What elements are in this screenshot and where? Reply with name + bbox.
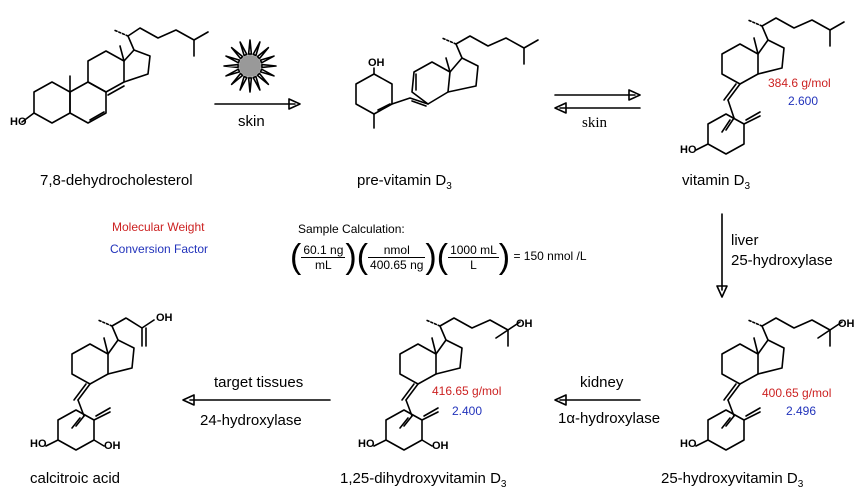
calc-f3-den: L xyxy=(470,257,477,272)
sun-ray xyxy=(230,46,244,60)
calc-f3-num: 1000 mL xyxy=(448,242,499,258)
arrow-label-24-hydroxylase: 24-hydroxylase xyxy=(200,412,302,429)
sun-ray xyxy=(261,63,277,69)
arrow-label-kidney: kidney xyxy=(580,374,624,391)
arrow-label-25-hydroxylase: 25-hydroxylase xyxy=(731,252,833,269)
sun-ray xyxy=(252,41,261,57)
sun-ray xyxy=(252,75,261,91)
calc-title: Sample Calculation: xyxy=(298,222,405,236)
oh-label-c5-ring: OH xyxy=(432,440,449,452)
sun-ray xyxy=(239,41,248,57)
sun-ray xyxy=(223,63,239,69)
sun-icon xyxy=(223,39,277,93)
oh-label-c5-side: OH xyxy=(516,318,533,330)
arrow-label-1alpha-hydroxylase: 1α-hydroxylase xyxy=(558,410,661,427)
sun-ray xyxy=(247,39,253,55)
calc-result: = 150 nmol /L xyxy=(513,249,587,264)
sun-ray xyxy=(259,55,275,64)
cf-value-vitamin-d3: 2.600 xyxy=(788,94,819,108)
ho-label-c1: HO xyxy=(10,116,27,128)
sun-ray xyxy=(247,77,253,93)
sun-ray xyxy=(225,68,241,77)
mw-value-1-25-dihydroxyvitamin-d3: 416.65 g/mol xyxy=(432,384,502,398)
oh-label-c6-acid: OH xyxy=(156,312,173,324)
sun-ray xyxy=(239,75,248,91)
sun-ray xyxy=(230,72,244,86)
ho-label-c5: HO xyxy=(358,438,375,450)
compound-name-calcitroic-acid: calcitroic acid xyxy=(30,470,121,487)
compound-name-7-8-dehydrocholesterol: 7,8-dehydrocholesterol xyxy=(40,172,193,189)
calc-f2-num: nmol xyxy=(368,243,426,258)
sun-ray xyxy=(259,68,275,77)
compound-name-25-hydroxyvitamin-d3: 25-hydroxyvitamin D3 xyxy=(661,470,804,490)
oh-label-c6-ring: OH xyxy=(104,440,121,452)
arrow-label-liver: liver xyxy=(731,232,759,249)
arrow-label-skin-1: skin xyxy=(238,113,265,130)
oh-label-c2: OH xyxy=(368,57,385,69)
compound-name-vitamin-d3: vitamin D3 xyxy=(682,172,751,192)
calc-f2-den: 400.65 ng xyxy=(370,257,424,272)
calc-f1-den: mL xyxy=(315,257,332,272)
sun-ray xyxy=(225,55,241,64)
cf-value-25-hydroxyvitamin-d3: 2.496 xyxy=(786,404,817,418)
calc-f1-num: 60.1 ng xyxy=(301,242,346,258)
legend-molecular-weight: Molecular Weight xyxy=(112,220,205,234)
arrow-label-skin-2: skin xyxy=(582,115,608,131)
mw-value-vitamin-d3: 384.6 g/mol xyxy=(768,76,831,90)
arrow-label-target-tissues: target tissues xyxy=(214,374,304,391)
compound-name-pre-vitamin-d3: pre-vitamin D3 xyxy=(357,172,452,192)
ho-label-c6: HO xyxy=(30,438,47,450)
legend-conversion-factor: Conversion Factor xyxy=(110,242,209,256)
mw-value-25-hydroxyvitamin-d3: 400.65 g/mol xyxy=(762,386,832,400)
cf-value-1-25-dihydroxyvitamin-d3: 2.400 xyxy=(452,404,483,418)
compound-name-1-25-dihydroxyvitamin-d3: 1,25-dihydroxyvitamin D3 xyxy=(340,470,507,490)
sun-ray xyxy=(256,46,270,60)
sun-ray xyxy=(256,72,270,86)
oh-label-c4: OH xyxy=(838,318,855,330)
ho-label-c4: HO xyxy=(680,438,697,450)
ho-label-c3: HO xyxy=(680,144,697,156)
